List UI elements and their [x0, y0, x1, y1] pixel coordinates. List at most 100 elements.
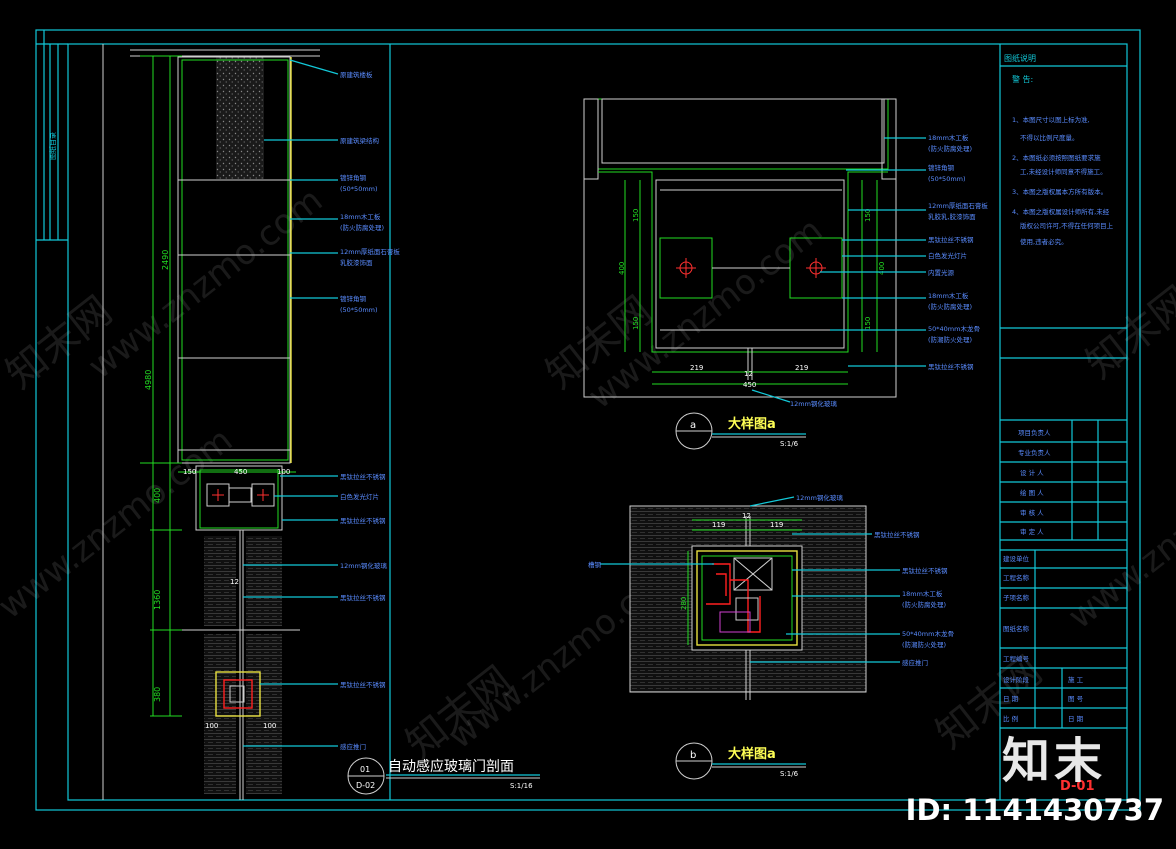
detail-b-title: 大样图a — [728, 746, 776, 762]
role-label: 设 计 人 — [1020, 468, 1044, 477]
svg-text:黑钛拉丝不锈钢: 黑钛拉丝不锈钢 — [928, 235, 974, 244]
svg-text:50*40mm木龙骨: 50*40mm木龙骨 — [928, 324, 980, 333]
svg-text:镀锌角钢: 镀锌角钢 — [340, 173, 367, 182]
concrete-beam — [216, 57, 264, 179]
field-label: 建设单位 — [1003, 554, 1030, 563]
section-title: 自动感应玻璃门剖面 — [388, 758, 514, 775]
inner-frame — [67, 43, 1128, 801]
svg-text:内置光源: 内置光源 — [928, 268, 955, 277]
wall-hatch — [204, 536, 236, 626]
detail-b-labels: 黑钛拉丝不锈钢 黑钛拉丝不锈钢 18mm木工板 (防火防腐处理) 50*40mm… — [750, 530, 954, 667]
title-block-note: 使用,违者必究。 — [1020, 237, 1068, 246]
svg-text:(防潮防火处理): (防潮防火处理) — [902, 640, 946, 649]
wall-hatch — [246, 634, 282, 794]
dim-a: 150 — [632, 209, 640, 222]
dim-a: 150 — [864, 209, 872, 222]
dim-b: 119 — [770, 521, 783, 529]
title-block-header: 图纸说明 — [1004, 53, 1036, 63]
title-block: 图纸说明 警 告: 1、本图尺寸以图上标为准, 不得以比例尺度量。 2、本图纸必… — [999, 44, 1127, 800]
detail-b-top-label: 12mm钢化玻璃 — [796, 493, 843, 502]
field-label: 子项名称 — [1003, 593, 1030, 602]
svg-text:18mm木工板: 18mm木工板 — [902, 589, 943, 598]
dim-a: 219 — [795, 364, 808, 372]
svg-text:(50*50mm): (50*50mm) — [340, 185, 378, 193]
role-label: 绘 图 人 — [1020, 488, 1044, 497]
dim-h: 100 — [205, 722, 218, 730]
detail-a-bottom-label: 12mm钢化玻璃 — [790, 399, 837, 408]
svg-text:12mm厚纸面石膏板: 12mm厚纸面石膏板 — [340, 247, 400, 256]
outer-frame — [35, 29, 1141, 811]
dim-a: 12 — [744, 370, 753, 378]
watermark-url: www.znzmo.com — [81, 180, 330, 387]
dim-h: 150 — [183, 468, 196, 476]
detail-a-scale: S:1/6 — [780, 440, 799, 448]
section-labels: 原建筑楼板 原建筑梁结构 镀锌角钢 (50*50mm) 18mm木工板 (防火防… — [243, 59, 400, 751]
dim-b: 12 — [742, 512, 751, 520]
svg-text:黑钛拉丝不锈钢: 黑钛拉丝不锈钢 — [340, 472, 386, 481]
watermark-url: www.znzmo.com — [1061, 430, 1176, 637]
role-label: 审 核 人 — [1020, 508, 1044, 517]
title-block-note: 4、本图之版权属设计师所有,未经 — [1012, 207, 1110, 216]
svg-text:白色发光灯片: 白色发光灯片 — [928, 251, 967, 260]
svg-text:黑钛拉丝不锈钢: 黑钛拉丝不锈钢 — [902, 566, 948, 575]
section-scale: S:1/16 — [510, 782, 533, 790]
svg-text:乳胶漆饰面: 乳胶漆饰面 — [340, 258, 373, 267]
dim-v: 380 — [153, 687, 162, 702]
svg-text:(防火防腐处理): (防火防腐处理) — [902, 600, 946, 609]
svg-text:18mm木工板: 18mm木工板 — [340, 212, 381, 221]
dim-h: 100 — [277, 468, 290, 476]
dim-v: 4980 — [144, 370, 153, 390]
footer-cell: 设计阶段 — [1003, 675, 1030, 684]
footer-cell: 日 期 — [1068, 715, 1084, 723]
role-label: 专业负责人 — [1018, 448, 1051, 457]
dim-b: 280 — [680, 597, 688, 610]
svg-text:感应推门: 感应推门 — [902, 658, 928, 667]
dim-h: 450 — [234, 468, 247, 476]
field-label: 工程编号 — [1003, 654, 1030, 663]
side-strip-label: 图纸目录 — [48, 132, 57, 160]
svg-text:黑钛拉丝不锈钢: 黑钛拉丝不锈钢 — [928, 362, 974, 371]
svg-text:(防潮防火处理): (防潮防火处理) — [928, 335, 972, 344]
svg-text:12mm厚纸面石膏板: 12mm厚纸面石膏板 — [928, 201, 988, 210]
wall-hatch — [246, 536, 282, 626]
section-drawing: 2490 4980 400 1360 380 150 450 100 12 10… — [102, 44, 400, 800]
dim-v: 400 — [153, 488, 162, 503]
svg-text:镀锌角钢: 镀锌角钢 — [340, 294, 367, 303]
footer-cell: 比 例 — [1003, 714, 1018, 723]
dim-a: 450 — [743, 381, 756, 389]
detail-b-scale: S:1/6 — [780, 770, 799, 778]
title-block-subheader: 警 告: — [1012, 74, 1033, 84]
title-block-note: 工,未经设计师同意不得施工。 — [1020, 167, 1107, 176]
svg-text:黑钛拉丝不锈钢: 黑钛拉丝不锈钢 — [340, 593, 386, 602]
detail-a-title: 大样图a — [728, 416, 776, 432]
detail-a-labels: 18mm木工板 (防火防腐处理) 镀锌角钢 (50*50mm) 12mm厚纸面石… — [820, 133, 988, 371]
dim-v: 1360 — [153, 590, 162, 610]
detail-b-left-label: 槽钢 — [588, 560, 602, 569]
svg-text:乳胶乳,胶漆饰面: 乳胶乳,胶漆饰面 — [928, 212, 976, 221]
field-label: 工程名称 — [1003, 573, 1030, 582]
dim-a: 400 — [878, 262, 886, 275]
svg-text:(50*50mm): (50*50mm) — [928, 175, 966, 183]
detail-a-title-block: a 大样图a S:1/6 — [675, 412, 806, 450]
svg-text:18mm木工板: 18mm木工板 — [928, 291, 969, 300]
dim-a: 219 — [690, 364, 703, 372]
dim-a: 150 — [632, 317, 640, 330]
svg-text:原建筑楼板: 原建筑楼板 — [340, 70, 373, 79]
wall-hatch — [204, 634, 236, 794]
title-block-note: 不得以比例尺度量。 — [1020, 133, 1079, 142]
svg-text:50*40mm木龙骨: 50*40mm木龙骨 — [902, 629, 954, 638]
dim-h: 100 — [263, 722, 276, 730]
svg-text:白色发光灯片: 白色发光灯片 — [340, 492, 379, 501]
footer-cell: 日 期 — [1003, 695, 1019, 703]
role-label: 审 定 人 — [1020, 527, 1044, 536]
svg-text:(防火防腐处理): (防火防腐处理) — [928, 302, 972, 311]
svg-text:黑钛拉丝不锈钢: 黑钛拉丝不锈钢 — [874, 530, 920, 539]
svg-text:黑钛拉丝不锈钢: 黑钛拉丝不锈钢 — [340, 516, 386, 525]
title-block-note: 2、本图纸必须按照图纸要求施 — [1012, 153, 1101, 162]
detail-b-marker: b — [690, 750, 696, 761]
footer-cell: 图 号 — [1068, 695, 1084, 703]
section-sheet: D-02 — [356, 781, 375, 790]
svg-text:原建筑梁结构: 原建筑梁结构 — [340, 136, 380, 145]
dim-v: 2490 — [161, 250, 170, 270]
